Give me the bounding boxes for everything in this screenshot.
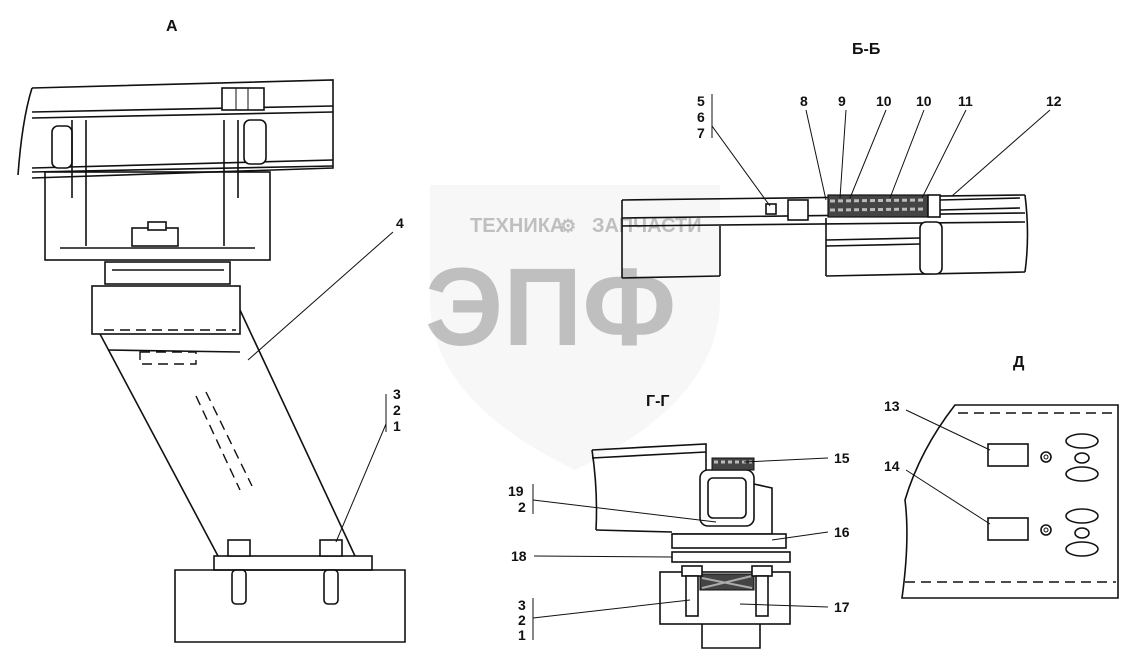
view-gg-drawing (591, 443, 791, 649)
watermark: ТЕХНИКА ⚙ ЗАПЧАСТИ ЭПФ (425, 185, 720, 470)
callout-g-3: 3 (518, 597, 526, 613)
view-label-gg: Г-Г (646, 393, 669, 410)
callout-17: 17 (834, 599, 850, 615)
callout-g-2-top: 2 (518, 499, 526, 515)
callout-12: 12 (1046, 93, 1062, 109)
watermark-logo-text: ЭПФ (425, 246, 676, 369)
callout-4: 4 (396, 215, 404, 231)
callout-6: 6 (697, 109, 705, 125)
callout-14: 14 (884, 458, 900, 474)
view-d-drawing (901, 404, 1119, 599)
callout-a-2: 2 (393, 402, 401, 418)
callout-7: 7 (697, 125, 705, 141)
view-label-bb: Б-Б (852, 41, 880, 58)
callout-a-3: 3 (393, 386, 401, 402)
callout-g-2: 2 (518, 612, 526, 628)
callout-g-1: 1 (518, 627, 526, 643)
view-bb-drawing (621, 194, 1029, 279)
callout-18: 18 (511, 548, 527, 564)
watermark-text-technika: ТЕХНИКА (470, 215, 564, 237)
callout-19: 19 (508, 483, 524, 499)
gear-icon: ⚙ (560, 216, 576, 236)
view-a-drawing (17, 79, 406, 643)
callout-15: 15 (834, 450, 850, 466)
callout-8: 8 (800, 93, 808, 109)
callout-10-a: 10 (876, 93, 892, 109)
callout-a-1: 1 (393, 418, 401, 434)
view-label-d: Д (1013, 354, 1025, 371)
callout-10-b: 10 (916, 93, 932, 109)
callout-5: 5 (697, 93, 705, 109)
callout-16: 16 (834, 524, 850, 540)
callout-13: 13 (884, 398, 900, 414)
callout-11: 11 (958, 93, 973, 109)
callout-9: 9 (838, 93, 846, 109)
view-label-a: А (166, 18, 178, 35)
